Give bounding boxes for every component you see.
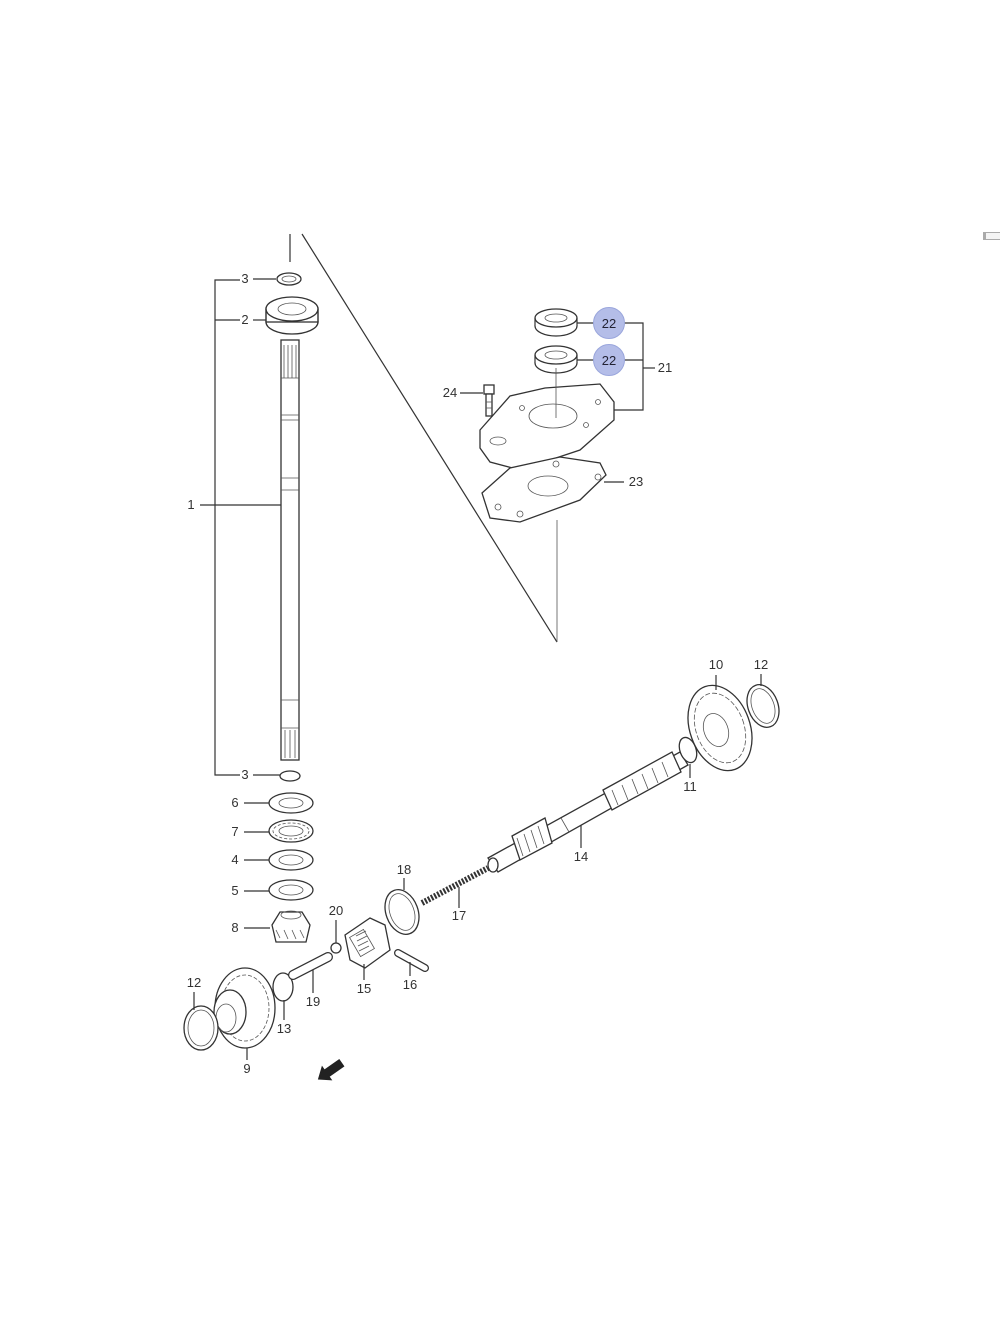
- reverse-gear-10: [687, 684, 753, 772]
- callout-5[interactable]: 5: [231, 883, 239, 898]
- shim-12-right: [746, 684, 780, 728]
- fwd-direction-arrow: [317, 1058, 345, 1081]
- forward-gear: [213, 967, 276, 1049]
- oil-seal-upper: [534, 308, 578, 337]
- callout-21-pump-case[interactable]: 21: [657, 360, 673, 375]
- callout-22-oil-seal-highlighted[interactable]: 22: [593, 344, 625, 376]
- drive-shaft: [280, 339, 300, 761]
- thrust-bearing-7: [268, 819, 314, 843]
- thrust-washer-6: [268, 792, 314, 814]
- callout-19[interactable]: 19: [305, 994, 321, 1009]
- pinion-gear: [271, 910, 311, 943]
- spring-17: [420, 865, 490, 906]
- corner-marker-icon: [983, 232, 1000, 240]
- water-pump-case-21: [479, 368, 615, 471]
- callout-16[interactable]: 16: [402, 977, 418, 992]
- ball-bearing: [265, 296, 319, 335]
- callout-7[interactable]: 7: [231, 824, 239, 839]
- ball-20: [330, 942, 342, 954]
- propeller-shaft-14: [487, 751, 689, 873]
- bracket-seal-group: [610, 322, 644, 411]
- callout-2-bearing[interactable]: 2: [241, 312, 249, 327]
- callout-23-gasket[interactable]: 23: [628, 474, 644, 489]
- circlip-top: [276, 272, 302, 286]
- callout-18[interactable]: 18: [396, 862, 412, 877]
- callout-4[interactable]: 4: [231, 852, 239, 867]
- callout-14-prop-shaft[interactable]: 14: [573, 849, 589, 864]
- retaining-ring-18: [384, 889, 420, 935]
- washer-13: [272, 972, 294, 1002]
- callout-15-clutch[interactable]: 15: [356, 981, 372, 996]
- callout-8-pinion[interactable]: 8: [231, 920, 239, 935]
- callout-9-forward-gear[interactable]: 9: [243, 1061, 251, 1076]
- callout-1-drive-shaft[interactable]: 1: [187, 497, 195, 512]
- circlip-bottom: [279, 770, 301, 782]
- bolt-24: [483, 384, 495, 417]
- callout-12-right[interactable]: 12: [753, 657, 769, 672]
- thrust-washer-4: [268, 849, 314, 871]
- callout-3-circlip-bottom[interactable]: 3: [241, 767, 249, 782]
- clutch-pin-16: [394, 949, 429, 972]
- callout-10-reverse-gear[interactable]: 10: [708, 657, 724, 672]
- callout-11[interactable]: 11: [683, 779, 697, 794]
- callout-20[interactable]: 20: [328, 903, 344, 918]
- bracket-shaft-group: [214, 279, 240, 776]
- gasket-23: [481, 456, 607, 523]
- shim-12-left: [183, 1005, 219, 1051]
- callout-6[interactable]: 6: [231, 795, 239, 810]
- callout-22-oil-seal-highlighted[interactable]: 22: [593, 307, 625, 339]
- callout-17-spring[interactable]: 17: [451, 908, 467, 923]
- callout-12-left[interactable]: 12: [186, 975, 202, 990]
- push-rod-19: [288, 952, 333, 980]
- callout-13[interactable]: 13: [276, 1021, 292, 1036]
- assembly-guide-line: [301, 233, 558, 643]
- callout-3-circlip-top[interactable]: 3: [241, 271, 249, 286]
- clutch-dog-15: [344, 917, 391, 969]
- callout-24-bolt[interactable]: 24: [442, 385, 458, 400]
- oil-seal-lower: [534, 345, 578, 374]
- shim-5: [268, 879, 314, 901]
